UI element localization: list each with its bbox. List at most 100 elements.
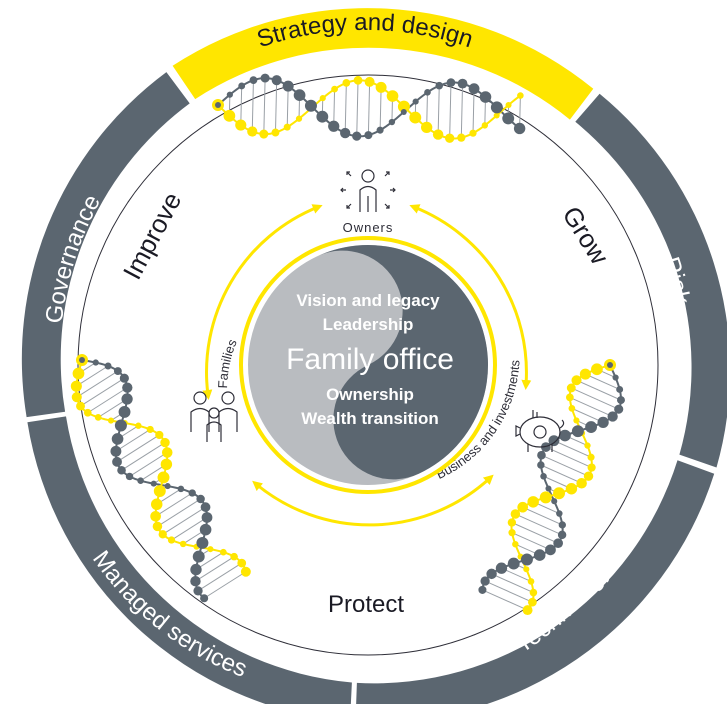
dna-bead (479, 91, 492, 103)
dna-bead (409, 111, 422, 124)
dna-bead (161, 447, 173, 458)
dna-rung (379, 87, 382, 131)
dna-bead (190, 575, 201, 587)
dna-bead (146, 425, 154, 434)
dna-bead (432, 129, 444, 140)
dna-bead (190, 563, 202, 576)
dna-rung (472, 88, 475, 134)
dna-bead (70, 380, 82, 392)
dna-bead (352, 131, 362, 141)
dna-bead (520, 553, 533, 566)
dna-rung (553, 440, 592, 458)
dna-bead (72, 367, 85, 380)
dna-bead (616, 385, 624, 393)
dna-rung (274, 80, 278, 133)
dna-bead (158, 530, 167, 539)
dna-bead (293, 89, 306, 101)
dna-bead (545, 544, 556, 556)
center-dark-half (317, 245, 488, 480)
dna-bead (571, 375, 582, 386)
dna-bead (502, 112, 515, 125)
dna-bead (551, 498, 558, 505)
dna-bead (566, 393, 574, 402)
dna-rung (585, 373, 620, 390)
arrow-owners-to-business (409, 204, 532, 390)
dna-rung (251, 80, 254, 132)
dna-bead (196, 536, 209, 549)
dna-bead (153, 485, 166, 498)
dna-bead (353, 75, 363, 85)
dna-bead (583, 471, 594, 481)
dna-bead (150, 498, 163, 511)
dna-rung (129, 452, 168, 477)
dna-rung (162, 506, 206, 535)
segment-risk (575, 93, 727, 468)
dna-bead (457, 78, 468, 89)
dna-rung (155, 492, 193, 517)
dna-rung (80, 377, 125, 407)
dna-bead (376, 126, 384, 134)
inner-ring-line (77, 74, 659, 656)
dna-bead (540, 472, 547, 480)
dna-bead (200, 594, 209, 603)
dna-bead (112, 456, 122, 467)
dna-rung (76, 370, 119, 398)
dna-rung (115, 429, 151, 452)
dna-rung (195, 556, 235, 582)
dna-bead (304, 99, 317, 112)
dna-bead (152, 521, 163, 532)
cycle-arrows (202, 204, 532, 527)
dna-bead (584, 442, 591, 449)
dna-bead (282, 80, 294, 92)
label-managed-services: Managed services (87, 546, 251, 683)
dna-bead (331, 85, 338, 93)
dna-bead (259, 129, 269, 139)
dna-bead (607, 362, 613, 368)
dna-bead (71, 392, 82, 403)
dna-bead (566, 383, 576, 393)
center-disc (239, 236, 497, 494)
dna-rung (97, 398, 128, 418)
dna-rung (203, 571, 247, 599)
dna-bead (110, 445, 122, 457)
dna-bead (364, 76, 375, 87)
dna-bead (617, 396, 625, 405)
dna-bead (522, 605, 533, 616)
dna-bead (591, 363, 603, 376)
dna-bead (507, 557, 520, 570)
center-line-ownership: Ownership (326, 385, 414, 404)
dna-bead (446, 78, 456, 87)
dna-rung (511, 522, 559, 544)
dna-rung (426, 92, 428, 128)
dna-rung (484, 580, 533, 603)
dna-bead (529, 588, 538, 597)
dna-bead (444, 133, 455, 143)
dna-helix-top (212, 73, 526, 143)
dna-bead (597, 416, 609, 428)
dna-bead (540, 442, 551, 452)
dna-rung (197, 562, 243, 592)
dna-rung (545, 446, 592, 469)
dna-bead (220, 548, 227, 556)
dna-bead (513, 122, 526, 135)
dna-rung (344, 82, 347, 134)
dna-bead (113, 367, 122, 376)
dna-bead (523, 566, 530, 573)
dna-bead (493, 112, 500, 119)
dna-rung (576, 379, 622, 401)
dna-bead (342, 79, 351, 87)
dna-bead (177, 485, 185, 493)
dna-rung (571, 407, 604, 423)
center-yellow-ring (239, 236, 497, 494)
dna-bead (585, 421, 598, 433)
dna-bead (537, 450, 546, 460)
dna-bead (137, 477, 144, 484)
dna-bead (533, 549, 546, 561)
dna-bead (164, 483, 171, 490)
dna-bead (150, 480, 157, 487)
dna-bead (188, 489, 196, 497)
dna-rung (522, 506, 563, 526)
dna-bead (537, 461, 545, 469)
dna-helix-right (478, 359, 625, 616)
